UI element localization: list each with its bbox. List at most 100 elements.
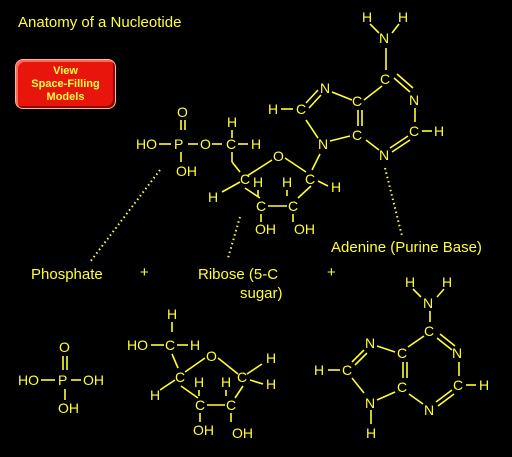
adenine-c2: C [409, 123, 419, 139]
leader-line [384, 167, 403, 237]
free-ribose-c3-oh: OH [193, 422, 214, 438]
ribose-c4-h: H [208, 189, 218, 205]
free-adenine-amino-h1: H [405, 274, 415, 290]
bond-line [329, 135, 351, 142]
bond-line [436, 288, 445, 298]
bond-line [389, 135, 409, 149]
free-ribose-c1: C [237, 369, 247, 385]
adenine-n9: N [318, 136, 328, 152]
bond-line [159, 379, 176, 391]
free-ribose-c5-h-top: H [167, 306, 177, 322]
ribose-c2: C [288, 198, 298, 214]
adenine-c2-h: H [434, 123, 444, 139]
free-ribose-c3-h: H [194, 374, 204, 390]
plus-sign-1: + [140, 264, 149, 281]
free-adenine-n1: N [452, 345, 462, 361]
bond-line [180, 385, 199, 399]
button-label-line1: View [53, 64, 78, 77]
acid-oh-bottom: OH [58, 400, 79, 416]
adenine-label: Adenine (Purine Base) [331, 239, 482, 256]
acid-ho: HO [18, 372, 39, 388]
bond-line [369, 23, 380, 34]
free-adenine-amino-n: N [423, 295, 433, 311]
adenine-amino-n: N [379, 30, 389, 46]
ribose-c3-oh: OH [255, 221, 276, 237]
bond-line [217, 357, 239, 375]
free-ribose-c1-h-bottom: H [266, 376, 276, 392]
plus-sign-2: + [327, 264, 336, 281]
ribose-c5-h-top: H [227, 114, 237, 130]
ribose-ring-o: O [273, 148, 284, 164]
bond-line [171, 353, 179, 369]
button-label-line2: Space-Filling [31, 77, 100, 90]
bond-line [308, 94, 322, 109]
bond-line [231, 161, 241, 173]
bond-line [376, 391, 396, 401]
ribose-label-line2: sugar) [240, 285, 283, 302]
free-adenine-c5: C [397, 345, 407, 361]
bond-line [184, 357, 206, 373]
free-ribose-c4: C [175, 369, 185, 385]
free-adenine-c4: C [397, 379, 407, 395]
adenine-c8-h: H [268, 101, 278, 117]
bond-line [305, 89, 319, 104]
bond-line [246, 159, 273, 177]
free-adenine-c2: C [453, 377, 463, 393]
free-ribose-c5-h-right: H [190, 337, 200, 353]
free-adenine-n9: N [365, 395, 375, 411]
adenine-n1: N [409, 92, 419, 108]
bond-line [351, 377, 365, 394]
free-adenine-n7: N [365, 335, 375, 351]
bond-line [305, 119, 319, 139]
view-space-filling-models-button[interactable]: View Space-Filling Models [15, 59, 116, 109]
adenine-c6: C [380, 71, 390, 87]
free-ribose-c4-h: H [150, 387, 160, 403]
bond-line [246, 363, 263, 375]
bond-line [365, 139, 380, 151]
adenine-c4: C [352, 127, 362, 143]
bond-line [297, 185, 312, 199]
phosphate-o-double: O [177, 104, 188, 120]
button-label-line3: Models [46, 90, 85, 103]
page-title: Anatomy of a Nucleotide [18, 14, 182, 31]
bond-line [396, 73, 414, 89]
bond-line [244, 187, 261, 199]
bond-line [408, 393, 424, 405]
phosphate-o-ester: O [200, 136, 211, 152]
adenine-n7: N [320, 80, 330, 96]
bond-line [407, 335, 425, 348]
bond-line [234, 385, 244, 399]
bond-line [354, 352, 368, 366]
bond-line [376, 345, 396, 353]
phosphate-oh: OH [176, 163, 197, 179]
free-ribose-ho: HO [127, 337, 148, 353]
free-ribose-ring-o: O [206, 348, 217, 364]
adenine-n3: N [379, 147, 389, 163]
free-adenine-c8-h: H [314, 362, 324, 378]
free-ribose-c2-h: H [221, 374, 231, 390]
bond-line [391, 23, 400, 34]
phosphate-ho: HO [136, 136, 157, 152]
adenine-c5: C [352, 93, 362, 109]
free-ribose-c2-oh: OH [232, 425, 253, 441]
ribose-c2-oh: OH [294, 221, 315, 237]
bond-line [221, 181, 241, 193]
ribose-c2-h: H [282, 174, 292, 190]
ribose-c5-h-right: H [251, 136, 261, 152]
free-ribose-c2: C [226, 397, 236, 413]
bond-line [439, 333, 456, 347]
free-ribose-c5: C [165, 337, 175, 353]
bond-line [284, 157, 307, 173]
bond-line [391, 139, 411, 153]
free-adenine-n3: N [424, 402, 434, 418]
bond-line [436, 337, 453, 351]
free-adenine-c6: C [424, 323, 434, 339]
bond-line [393, 77, 411, 93]
ribose-c3-h: H [253, 174, 263, 190]
bond-line [331, 91, 353, 101]
free-adenine-c2-h: H [479, 377, 489, 393]
ribose-c3: C [256, 198, 266, 214]
free-adenine-amino-h2: H [442, 274, 452, 290]
